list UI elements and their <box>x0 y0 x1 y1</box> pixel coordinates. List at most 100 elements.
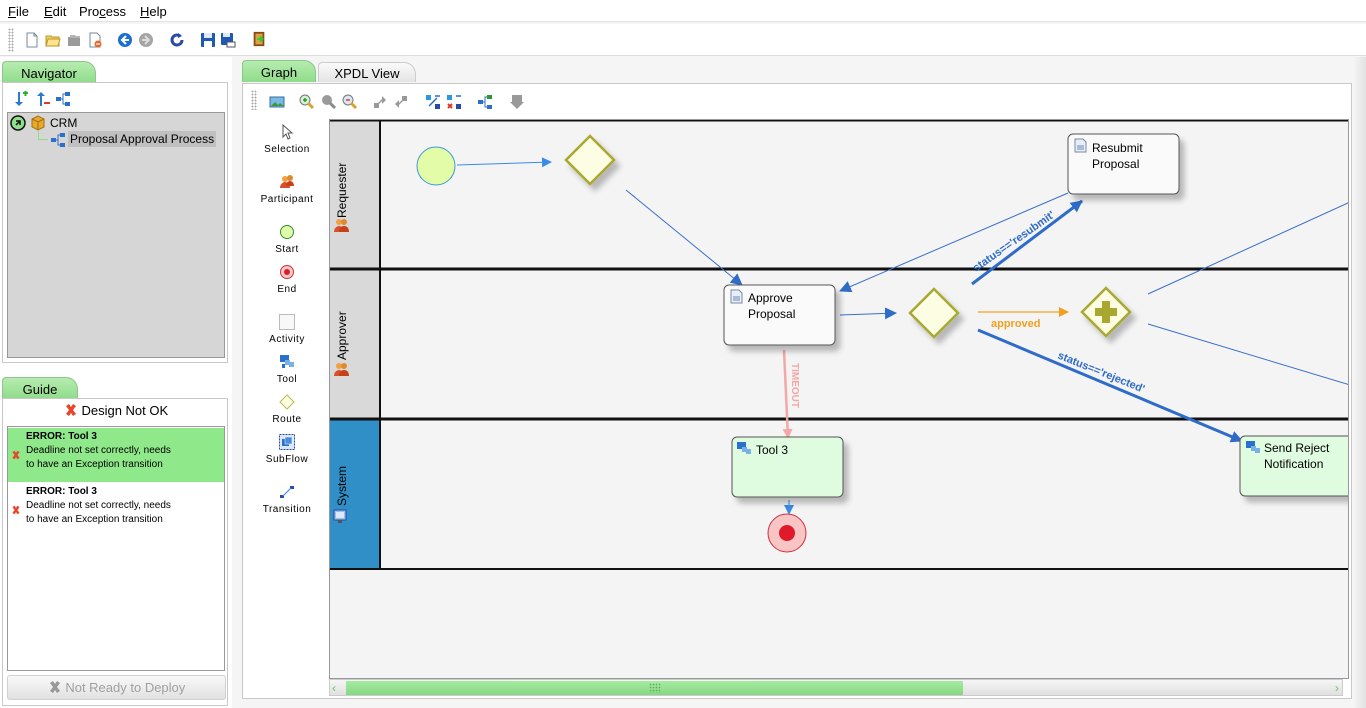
tree-node-proposal-approval-process[interactable]: Proposal Approval Process <box>68 131 217 147</box>
tab-graph[interactable]: Graph <box>242 60 316 82</box>
redo-icon[interactable] <box>393 94 409 110</box>
activity-approve-proposal[interactable]: Approve Proposal <box>723 284 836 346</box>
save-as-icon[interactable] <box>220 32 236 48</box>
palette-label: Selection <box>264 144 310 155</box>
start-event[interactable] <box>416 146 456 186</box>
transition-approve-to-decision[interactable] <box>839 307 897 320</box>
vertical-scrollbar[interactable] <box>1354 57 1366 708</box>
tree-connector <box>38 131 48 140</box>
decision-gateway[interactable] <box>908 287 960 339</box>
menu-file[interactable]: File <box>8 4 29 19</box>
close-document-icon[interactable] <box>87 32 103 48</box>
process-canvas[interactable]: Requester Approver System <box>329 119 1349 679</box>
palette-activity[interactable]: Activity <box>247 314 327 345</box>
collapse-all-icon[interactable] <box>35 91 51 107</box>
package-root-icon[interactable] <box>10 115 26 131</box>
transition-and-split-upper[interactable] <box>1147 202 1349 295</box>
end-event-core <box>779 525 795 541</box>
activity-label-line1: Approve <box>748 291 793 305</box>
activity-document-icon <box>730 289 743 304</box>
navigator-panel: CRM Proposal Approval Process <box>2 82 228 363</box>
save-icon[interactable] <box>200 32 216 48</box>
graph-toolbar-grip[interactable] <box>251 90 257 110</box>
deploy-button[interactable]: Not Ready to Deploy <box>7 675 226 700</box>
process-tree-icon[interactable] <box>55 91 71 107</box>
palette-end[interactable]: End <box>247 264 327 295</box>
horizontal-scrollbar[interactable]: ‹ › <box>329 679 1343 696</box>
menu-file-mnemonic: F <box>8 4 16 19</box>
palette-start[interactable]: Start <box>247 224 327 255</box>
tab-navigator-label: Navigator <box>21 66 77 81</box>
exit-icon[interactable] <box>251 31 267 47</box>
expand-all-icon[interactable] <box>13 91 29 107</box>
label-rejected: status=='rejected' <box>1056 350 1147 396</box>
transition-start-to-route[interactable] <box>456 157 552 168</box>
transition-resubmit-to-approve[interactable] <box>839 192 1069 293</box>
start-event-icon <box>280 225 294 239</box>
activity-label-line2: Proposal <box>748 307 795 321</box>
palette-selection[interactable]: Selection <box>247 124 327 155</box>
tool-activity-send-reject-notification[interactable]: Send Reject Notification <box>1239 435 1349 497</box>
route-gateway[interactable] <box>564 134 616 186</box>
zoom-reset-icon[interactable] <box>321 94 337 110</box>
error-line-2: to have an Exception transition <box>26 459 163 470</box>
scroll-left-icon[interactable]: ‹ <box>332 681 336 695</box>
move-down-icon[interactable] <box>509 94 525 110</box>
open-folder-icon[interactable] <box>45 32 61 48</box>
lane-header-requester[interactable] <box>330 120 380 269</box>
new-document-icon[interactable] <box>24 32 40 48</box>
zoom-out-icon[interactable] <box>342 94 358 110</box>
tab-navigator[interactable]: Navigator <box>2 61 96 83</box>
menu-process-mnemonic: c <box>99 4 106 19</box>
palette-tool[interactable]: Tool <box>247 354 327 385</box>
menu-edit-label: dit <box>52 4 67 19</box>
palette-label: Activity <box>269 334 305 345</box>
menu-help[interactable]: Help <box>140 4 167 19</box>
palette-subflow[interactable]: SubFlow <box>247 434 327 465</box>
process-structure-icon[interactable] <box>477 94 493 110</box>
transition-resubmit[interactable] <box>971 199 1083 286</box>
transition-and-split-lower[interactable] <box>1147 323 1349 385</box>
tree-node-crm[interactable]: CRM <box>50 116 78 130</box>
palette-label: Start <box>275 244 299 255</box>
activity-resubmit-proposal[interactable]: Resubmit Proposal <box>1067 133 1180 195</box>
main-toolbar <box>0 24 1366 56</box>
horizontal-scrollbar-thumb[interactable] <box>346 681 963 695</box>
insert-participant-icon[interactable] <box>425 94 441 110</box>
tab-guide-label: Guide <box>22 382 58 397</box>
back-icon[interactable] <box>117 32 133 48</box>
error-title: ERROR: Tool 3 <box>26 486 97 497</box>
zoom-in-icon[interactable] <box>299 94 315 110</box>
palette-participant[interactable]: Participant <box>247 174 327 205</box>
tool-activity-tool-3[interactable]: Tool 3 <box>731 436 844 498</box>
toolbar-grip[interactable] <box>8 28 14 52</box>
label-timeout: TIMEOUT <box>789 363 800 408</box>
lane-header-system[interactable] <box>330 419 380 569</box>
lane-header-approver[interactable] <box>330 269 380 419</box>
palette-transition[interactable]: Transition <box>247 484 327 515</box>
refresh-icon[interactable] <box>169 32 185 48</box>
label-approved: approved <box>991 318 1041 330</box>
forward-icon[interactable] <box>138 32 154 48</box>
guide-error-item[interactable]: ERROR: Tool 3 Deadline not set correctly… <box>8 428 224 482</box>
error-title: ERROR: Tool 3 <box>26 431 97 442</box>
scroll-right-icon[interactable]: › <box>1335 681 1339 695</box>
guide-error-item[interactable]: ERROR: Tool 3 Deadline not set correctly… <box>8 483 224 537</box>
activity-label-line2: Proposal <box>1092 157 1139 171</box>
transition-route-to-approve[interactable] <box>625 189 743 286</box>
menu-process[interactable]: Process <box>79 4 126 19</box>
export-image-icon[interactable] <box>269 95 285 109</box>
editor-panel: Graph XPDL View Selection Participant <box>240 57 1366 708</box>
menu-edit-mnemonic: E <box>44 4 53 19</box>
transition-rejected[interactable] <box>977 328 1243 443</box>
palette-route[interactable]: Route <box>247 394 327 425</box>
tab-xpdl-view[interactable]: XPDL View <box>318 62 416 82</box>
remove-participant-icon[interactable] <box>446 94 462 110</box>
open-recent-icon[interactable] <box>66 32 82 48</box>
tab-guide[interactable]: Guide <box>2 377 78 399</box>
undo-icon[interactable] <box>372 94 388 110</box>
error-line-2: to have an Exception transition <box>26 514 163 525</box>
transition-timeout[interactable] <box>782 349 793 439</box>
participant-icon <box>280 175 294 188</box>
menu-edit[interactable]: Edit <box>44 4 66 19</box>
